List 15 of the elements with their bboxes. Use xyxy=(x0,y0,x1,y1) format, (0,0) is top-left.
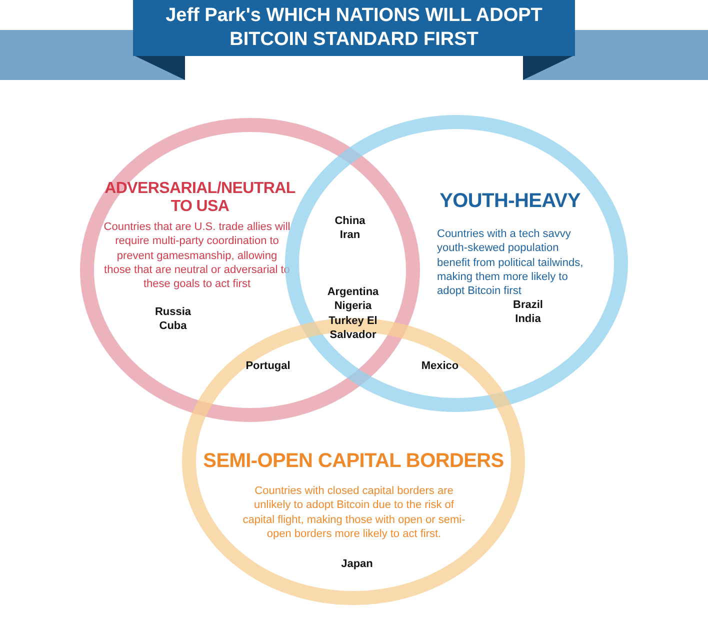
set-heading: YOUTH-HEAVY xyxy=(438,190,582,213)
set-heading: ADVERSARIAL/NEUTRAL TO USA xyxy=(104,180,296,217)
country-list: China Iran xyxy=(330,214,370,243)
set-description: Countries that are U.S. trade allies will require multi-party coordination to prevent gamesmanship, allowing those that are neutral or adversarial to these goals to act first xyxy=(102,220,292,292)
country-list: Brazil India xyxy=(508,298,548,327)
venn-circle xyxy=(80,118,420,422)
title: Jeff Park's WHICH NATIONS WILL ADOPT BITCOIN STANDARD FIRST xyxy=(164,4,544,52)
set-description: Countries with closed capital borders are unlikely to adopt Bitcoin due to the risk of capital flight, making those with open or semi-open borders more likely to act first. xyxy=(242,484,466,542)
country-list: Mexico xyxy=(410,359,470,374)
country-list: Portugal xyxy=(238,359,298,374)
country-list: Russia Cuba xyxy=(153,305,193,334)
country-list: Argentina Nigeria Turkey El Salvador xyxy=(320,285,386,342)
set-heading: SEMI-OPEN CAPITAL BORDERS xyxy=(202,450,505,473)
set-description: Countries with a tech savvy youth-skewed population benefit from political tailwinds, making them more likely to adopt Bitcoin first xyxy=(437,227,584,298)
country-list: Japan xyxy=(327,557,387,572)
